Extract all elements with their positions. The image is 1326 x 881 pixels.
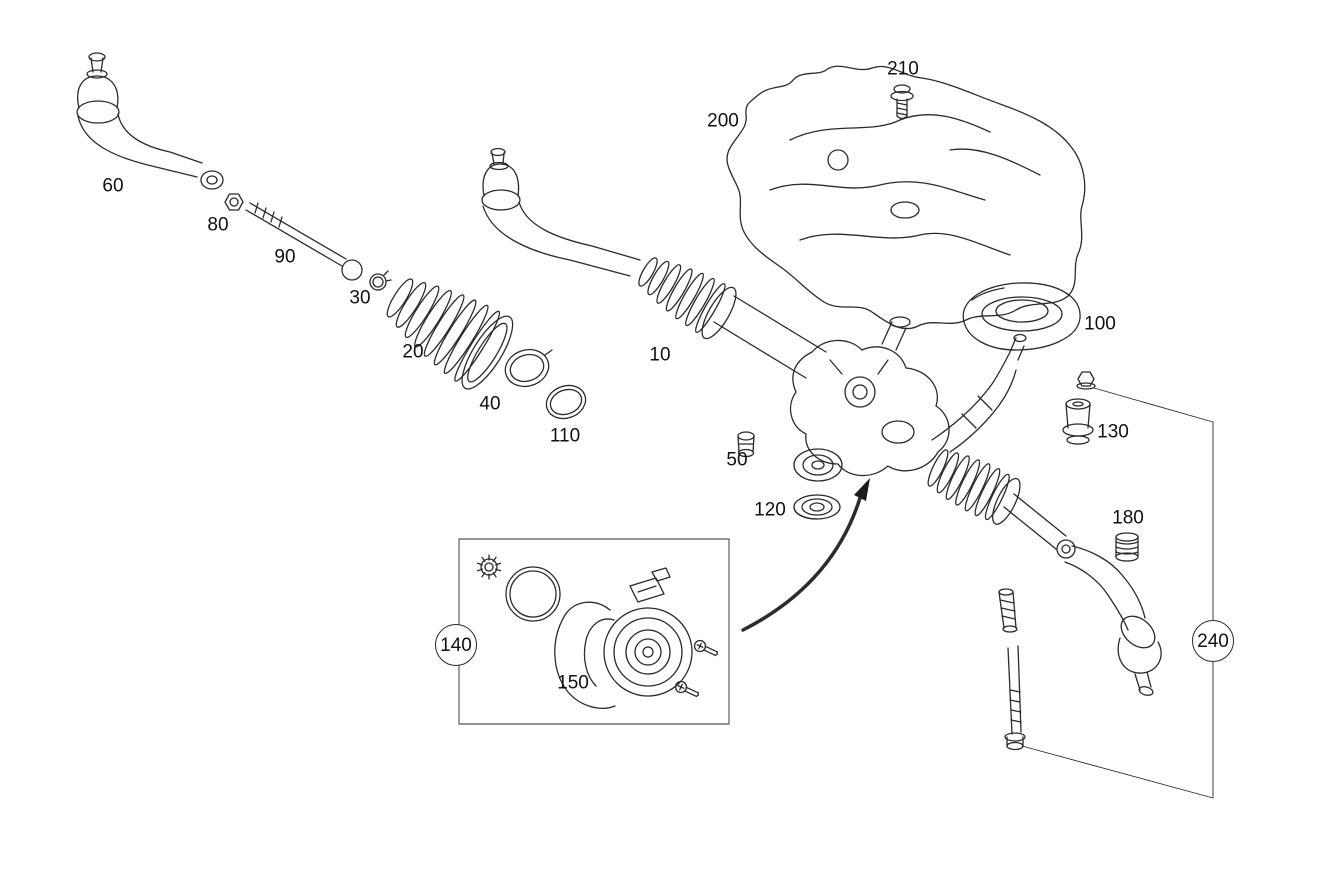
- callout-210[interactable]: 210: [887, 58, 919, 80]
- callout-150[interactable]: 150: [557, 672, 589, 694]
- callout-80[interactable]: 80: [207, 214, 229, 236]
- part-240-fasteners-icon: [998, 588, 1026, 751]
- callout-50[interactable]: 50: [726, 449, 748, 471]
- part-20-bellows-boot-icon: [386, 278, 514, 390]
- star-washer-icon: [476, 554, 502, 580]
- callout-100[interactable]: 100: [1084, 313, 1116, 335]
- part-100-cover-boot-icon: [962, 282, 1081, 351]
- part-40-clamp-band-icon: [504, 348, 553, 388]
- callout-120[interactable]: 120: [754, 499, 786, 521]
- part-80-nut-icon: [224, 193, 244, 211]
- callout-60[interactable]: 60: [102, 175, 124, 197]
- motor-screw-icon: [674, 680, 699, 698]
- right-tie-rod-assembly-icon: [927, 449, 1162, 696]
- part-140-motor-kit-box: [458, 538, 730, 725]
- callout-10[interactable]: 10: [649, 344, 671, 366]
- part-60-tie-rod-end-left-icon: [76, 52, 224, 190]
- motor-screw-icon: [693, 639, 718, 657]
- part-120-mount-washer-icon: [793, 494, 841, 520]
- part-110-seal-ring-icon: [545, 384, 587, 420]
- part-200-heat-shield-icon: [726, 65, 1086, 330]
- callout-30[interactable]: 30: [349, 287, 371, 309]
- callout-180[interactable]: 180: [1112, 507, 1144, 529]
- part-180-ribbed-bushing-icon: [1115, 532, 1139, 562]
- leader-line-240: [1021, 387, 1214, 799]
- part-90-inner-tie-rod-icon: [245, 202, 363, 281]
- callout-130[interactable]: 130: [1097, 421, 1129, 443]
- callout-90[interactable]: 90: [274, 246, 296, 268]
- callout-240[interactable]: 240: [1192, 620, 1234, 662]
- callout-200[interactable]: 200: [707, 110, 739, 132]
- part-130-nut-and-bushing-icon: [1062, 371, 1096, 445]
- steering-gear-housing-icon: [789, 316, 1027, 482]
- part-150-electric-motor-icon: [554, 567, 693, 709]
- callout-20[interactable]: 20: [402, 341, 424, 363]
- part-50-plug-icon: [737, 431, 755, 458]
- pointer-arrow-icon: [741, 478, 870, 632]
- callout-140[interactable]: 140: [435, 624, 477, 666]
- o-ring-icon: [505, 566, 561, 622]
- callout-40[interactable]: 40: [479, 393, 501, 415]
- part-10-tie-rod-assembly-icon: [481, 147, 827, 379]
- callout-110[interactable]: 110: [549, 425, 581, 447]
- part-210-screw-icon: [890, 84, 914, 120]
- part-30-clamp-icon: [369, 270, 392, 291]
